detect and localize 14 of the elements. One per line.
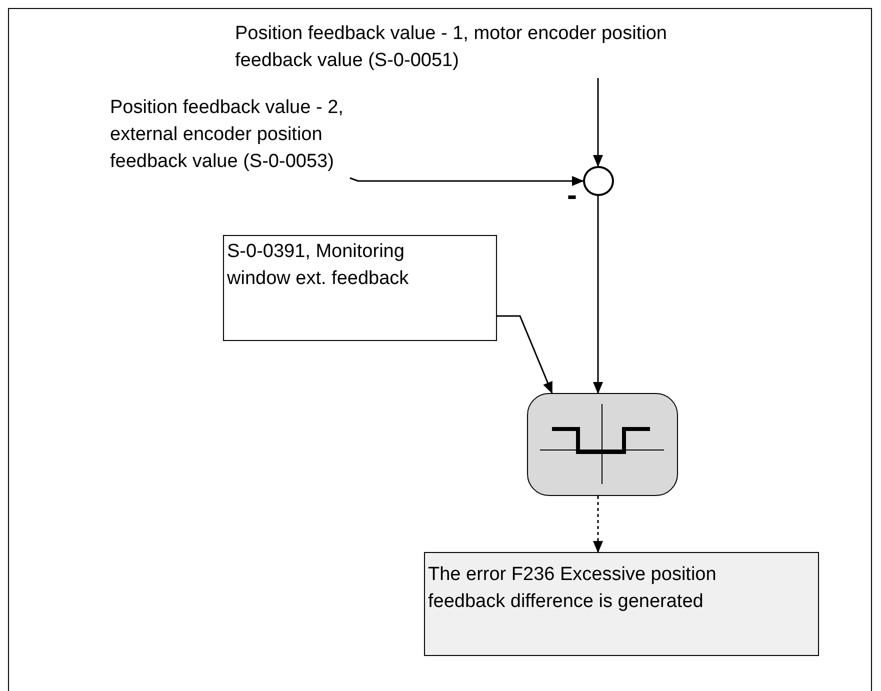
arrow: [593, 196, 603, 394]
summing-junction-circle: [583, 166, 614, 196]
monitoring-window-block: [527, 393, 678, 496]
label-text: S-0-0391, Monitoring window ext. feedback: [227, 240, 410, 291]
label-text: Position feedback value - 1, motor encoder position feedback value (S-0-0051): [235, 22, 668, 73]
error-text: The error F236 Excessive position feedback difference is generated: [428, 563, 718, 614]
error-message-box: [424, 552, 819, 656]
arrow: [593, 78, 603, 167]
minus-sign: -: [567, 186, 577, 206]
arrow: [593, 496, 603, 553]
parameter-box: [223, 235, 497, 341]
arrow: [497, 315, 553, 394]
arrow: [350, 176, 584, 186]
label-text: Position feedback value - 2, external encoder position feedback value (S-0-0053): [110, 96, 344, 174]
